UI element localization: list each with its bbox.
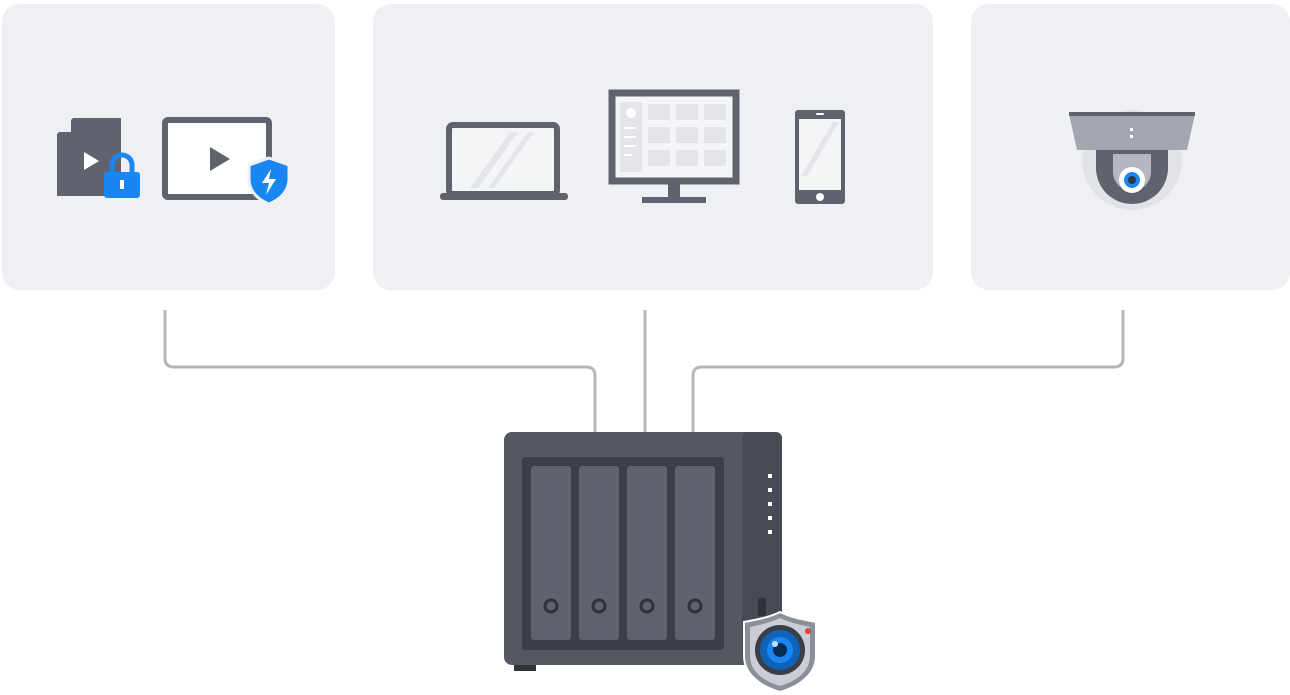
surveillance-station-badge-icon xyxy=(743,610,817,694)
protected-video-file-icon xyxy=(57,118,140,198)
status-leds xyxy=(768,474,772,534)
dome-camera-icon xyxy=(1069,110,1195,210)
desktop-monitor-icon xyxy=(608,89,740,203)
nas-server-icon xyxy=(504,432,782,671)
media-panel xyxy=(2,4,335,290)
video-player-shield-icon xyxy=(162,117,291,206)
laptop-icon xyxy=(440,122,568,200)
smartphone-icon xyxy=(795,110,845,204)
connector-media xyxy=(163,310,597,432)
connector-surveillance xyxy=(691,310,1125,432)
clients-panel xyxy=(373,4,933,290)
surveillance-panel xyxy=(971,4,1290,290)
drive-bays xyxy=(531,466,715,640)
